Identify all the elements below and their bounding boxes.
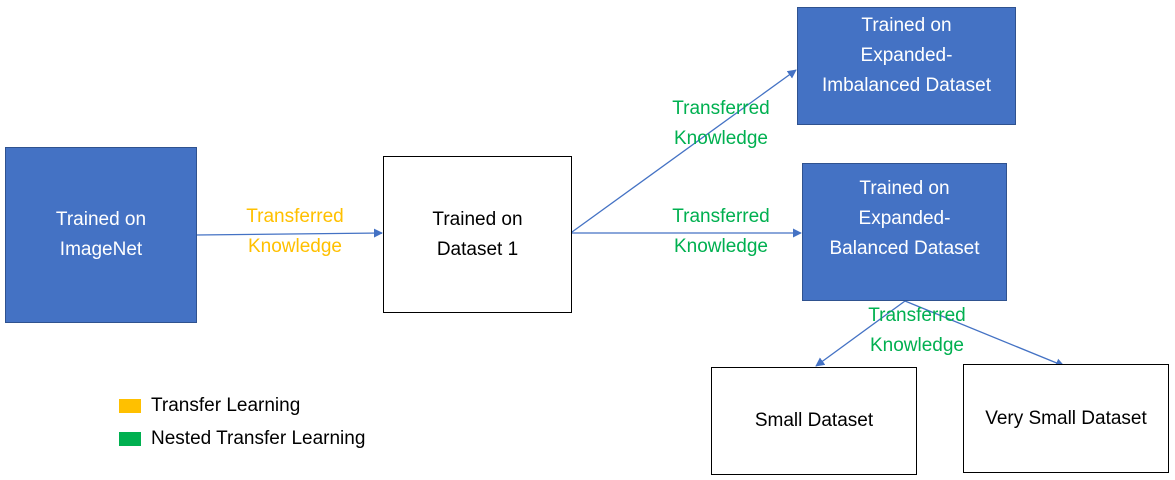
node-balanced: Trained on Expanded- Balanced Dataset xyxy=(802,163,1007,301)
node-dataset1: Trained on Dataset 1 xyxy=(383,156,572,313)
arrow-dataset1-to-imbalanced xyxy=(571,69,797,233)
legend-swatch xyxy=(119,399,141,413)
legend-item-nested-transfer-learning: Nested Transfer Learning xyxy=(119,428,365,450)
node-very-small: Very Small Dataset xyxy=(963,364,1169,473)
node-dataset1-line-2: Dataset 1 xyxy=(436,238,519,260)
node-balanced-line-2: Expanded- xyxy=(858,208,951,229)
node-imagenet-line-1: Trained on xyxy=(55,209,147,230)
edge-label-line-1: Transferred xyxy=(672,206,770,227)
node-imbalanced-line-2: Expanded- xyxy=(860,45,953,66)
legend-swatch xyxy=(119,432,141,446)
edge-label-line-2: Knowledge xyxy=(673,236,769,257)
edge-label-balanced-to-small: Transferred Knowledge xyxy=(847,301,987,361)
node-very-small-label: Very Small Dataset xyxy=(985,407,1147,429)
edge-label-imagenet-to-dataset1: Transferred Knowledge xyxy=(225,202,365,262)
edge-label-dataset1-to-balanced: Transferred Knowledge xyxy=(651,202,791,262)
node-imbalanced-line-1: Trained on xyxy=(861,15,952,36)
node-imagenet: Trained on ImageNet xyxy=(5,147,197,323)
legend-label: Transfer Learning xyxy=(151,395,301,416)
edge-label-line-2: Knowledge xyxy=(247,236,343,257)
node-imagenet-line-2: ImageNet xyxy=(59,239,143,260)
edge-label-line-1: Transferred xyxy=(672,98,770,119)
arrow-balanced-to-small xyxy=(815,300,906,367)
node-balanced-line-1: Trained on xyxy=(859,178,950,199)
arrow-imagenet-to-dataset1 xyxy=(195,228,383,238)
edge-label-line-1: Transferred xyxy=(868,305,966,326)
edge-label-line-2: Knowledge xyxy=(869,335,965,356)
node-balanced-line-3: Balanced Dataset xyxy=(829,238,980,259)
node-dataset1-line-1: Trained on xyxy=(432,208,523,230)
legend-item-transfer-learning: Transfer Learning xyxy=(119,395,300,417)
edge-label-line-1: Transferred xyxy=(246,206,344,227)
node-small-label: Small Dataset xyxy=(754,410,874,431)
edge-label-line-2: Knowledge xyxy=(673,128,769,149)
legend-label: Nested Transfer Learning xyxy=(151,428,366,449)
node-imbalanced: Trained on Expanded- Imbalanced Dataset xyxy=(797,7,1016,125)
node-small: Small Dataset xyxy=(711,367,917,475)
edge-label-dataset1-to-imbalanced: Transferred Knowledge xyxy=(651,94,791,154)
arrow-balanced-to-very-small xyxy=(904,300,1065,368)
node-imbalanced-line-3: Imbalanced Dataset xyxy=(822,75,991,96)
